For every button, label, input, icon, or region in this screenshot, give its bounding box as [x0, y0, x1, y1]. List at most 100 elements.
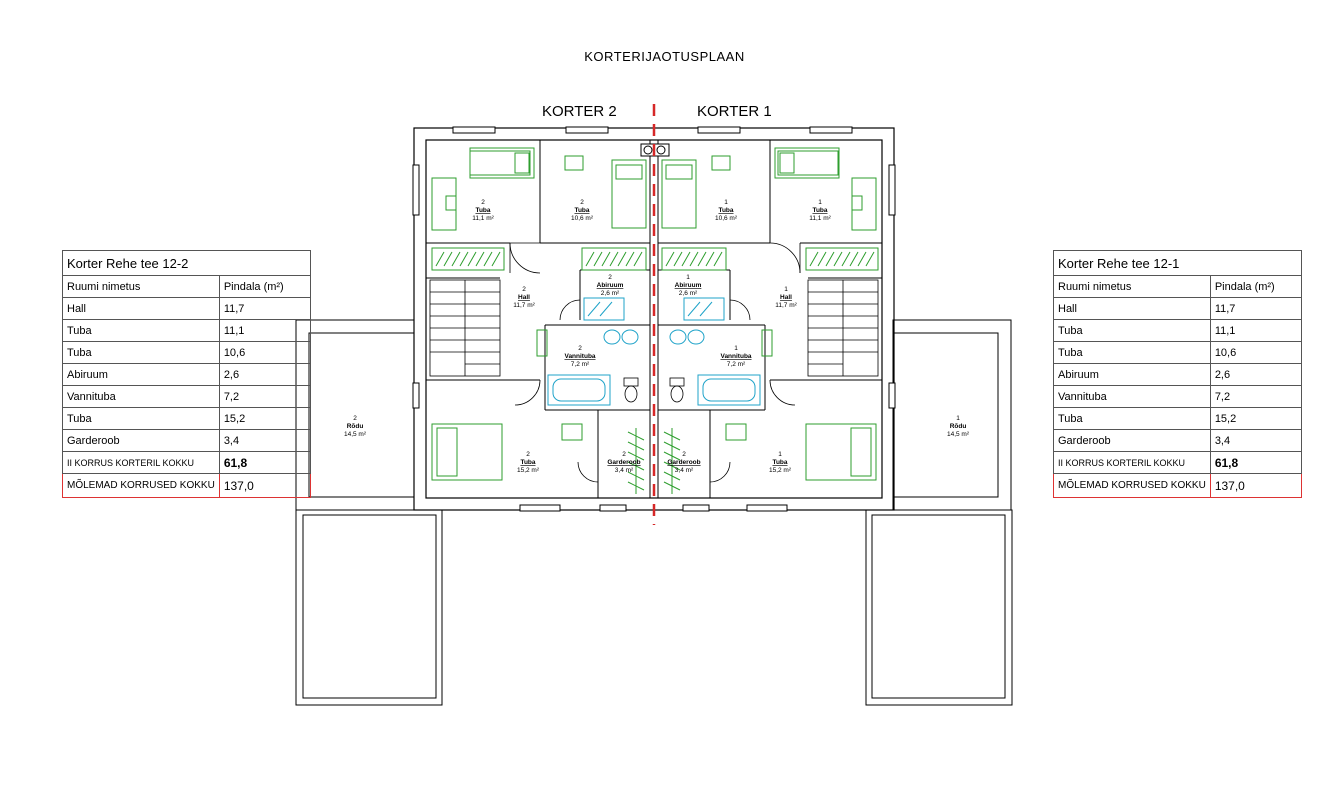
- svg-text:Vannituba: Vannituba: [564, 353, 595, 360]
- svg-text:1: 1: [724, 199, 728, 206]
- svg-text:11,7 m²: 11,7 m²: [775, 302, 797, 309]
- svg-text:Tuba: Tuba: [772, 459, 787, 466]
- svg-text:15,2 m²: 15,2 m²: [769, 467, 792, 474]
- svg-text:Garderoob: Garderoob: [667, 459, 700, 466]
- svg-text:2: 2: [481, 199, 485, 206]
- svg-text:3,4 m²: 3,4 m²: [615, 467, 634, 474]
- table-title: Korter Rehe tee 12-1: [1053, 250, 1302, 276]
- plan-title: KORTERIJAOTUSPLAAN: [584, 49, 745, 64]
- svg-text:Tuba: Tuba: [812, 207, 827, 214]
- svg-text:Abiruum: Abiruum: [597, 282, 624, 289]
- svg-text:2: 2: [353, 415, 357, 422]
- svg-text:11,7 m²: 11,7 m²: [513, 302, 535, 309]
- svg-text:1: 1: [956, 415, 960, 422]
- svg-text:2: 2: [578, 345, 582, 352]
- svg-text:Hall: Hall: [780, 294, 792, 301]
- svg-text:1: 1: [818, 199, 822, 206]
- doors: [509, 242, 801, 483]
- interior-walls: [426, 140, 882, 498]
- sanitary-fixtures: [547, 297, 761, 406]
- svg-text:Tuba: Tuba: [475, 207, 490, 214]
- toilets: [623, 377, 685, 403]
- svg-text:11,1 m²: 11,1 m²: [809, 215, 831, 222]
- svg-text:2: 2: [522, 286, 526, 293]
- svg-text:3,4 m²: 3,4 m²: [675, 467, 694, 474]
- staircase-left: [429, 279, 501, 377]
- svg-text:Hall: Hall: [518, 294, 530, 301]
- svg-text:Tuba: Tuba: [574, 207, 589, 214]
- svg-text:Garderoob: Garderoob: [607, 459, 640, 466]
- staircase-right: [807, 279, 879, 377]
- svg-text:7,2 m²: 7,2 m²: [571, 361, 590, 368]
- column-header-area: Pindala (m²): [1209, 275, 1302, 298]
- windows: [412, 126, 896, 512]
- svg-text:7,2 m²: 7,2 m²: [727, 361, 746, 368]
- svg-text:2,6 m²: 2,6 m²: [679, 290, 698, 297]
- svg-text:15,2 m²: 15,2 m²: [517, 467, 540, 474]
- svg-text:1: 1: [784, 286, 788, 293]
- svg-text:2: 2: [526, 451, 530, 458]
- svg-text:2: 2: [622, 451, 626, 458]
- svg-text:10,6 m²: 10,6 m²: [571, 215, 594, 222]
- svg-text:1: 1: [686, 274, 690, 281]
- svg-text:14,5 m²: 14,5 m²: [947, 431, 970, 438]
- apartment-label-left: KORTER 2: [542, 103, 617, 120]
- svg-text:10,6 m²: 10,6 m²: [715, 215, 738, 222]
- svg-text:11,1 m²: 11,1 m²: [472, 215, 494, 222]
- svg-text:2,6 m²: 2,6 m²: [601, 290, 620, 297]
- furniture: [431, 147, 879, 494]
- svg-text:Rõdu: Rõdu: [950, 423, 967, 430]
- svg-text:Abiruum: Abiruum: [675, 282, 702, 289]
- balcony-left: [295, 319, 443, 706]
- svg-text:2: 2: [682, 451, 686, 458]
- column-header-area: Pindala (m²): [218, 275, 311, 298]
- svg-text:Tuba: Tuba: [718, 207, 733, 214]
- svg-text:Tuba: Tuba: [520, 459, 535, 466]
- table-title: Korter Rehe tee 12-2: [62, 250, 311, 276]
- svg-text:Rõdu: Rõdu: [347, 423, 364, 430]
- svg-text:1: 1: [734, 345, 738, 352]
- apartment-label-right: KORTER 1: [697, 103, 772, 120]
- balcony-right: [865, 319, 1013, 706]
- svg-text:2: 2: [608, 274, 612, 281]
- column-header-name: Ruumi nimetus: [62, 275, 220, 298]
- svg-text:Vannituba: Vannituba: [720, 353, 751, 360]
